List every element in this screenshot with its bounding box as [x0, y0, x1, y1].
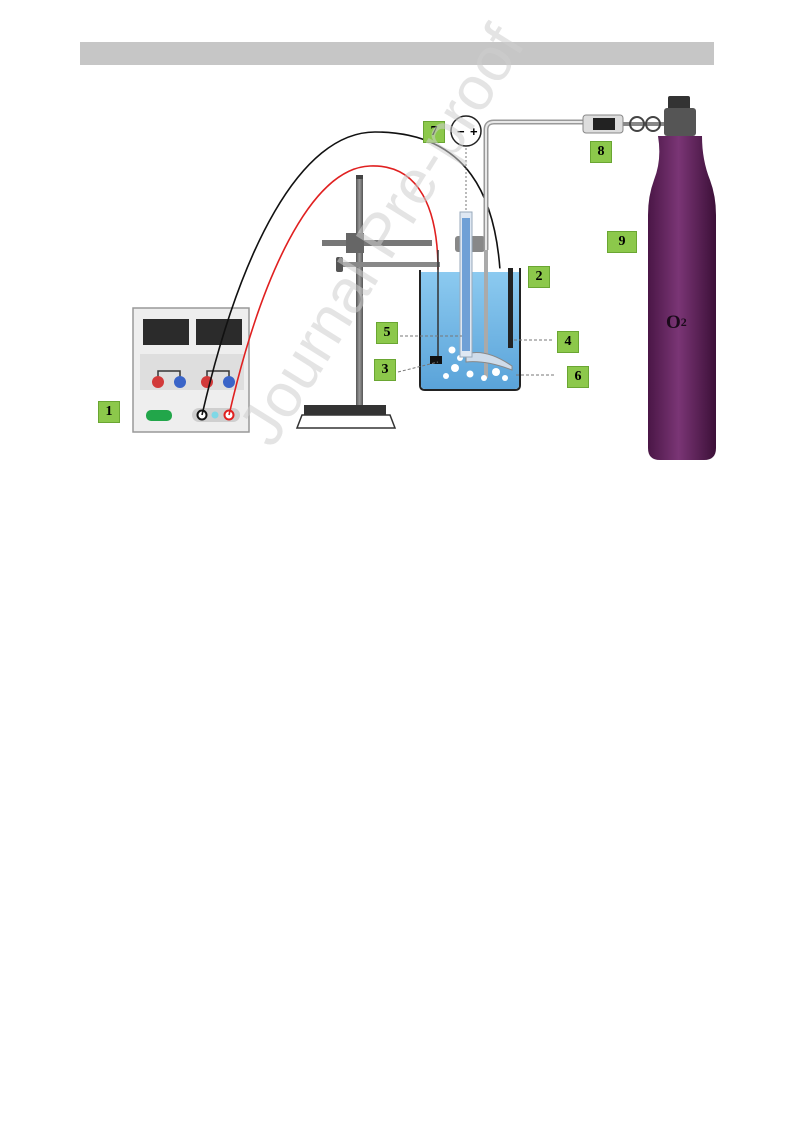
anode-electrode	[508, 268, 513, 348]
oxygen-cylinder	[648, 96, 716, 460]
label-7-meter: 7	[423, 121, 445, 143]
power-switch	[146, 410, 172, 421]
label-3: 3	[374, 359, 396, 381]
label-5: 5	[376, 322, 398, 344]
label-8-flowmeter: 8	[590, 141, 612, 163]
pointer-arrows	[397, 335, 556, 376]
svg-text:−: −	[457, 124, 465, 139]
label-2-beaker: 2	[528, 266, 550, 288]
label-6: 6	[567, 366, 589, 388]
display-left	[143, 319, 189, 345]
red-wire	[228, 165, 439, 416]
cylinder-label: O2	[666, 312, 687, 333]
page-header-bar	[80, 42, 714, 65]
label-4: 4	[557, 331, 579, 353]
cathode-plate	[430, 356, 442, 364]
voltmeter: − +	[450, 115, 482, 147]
gas-line	[483, 114, 668, 250]
svg-text:+: +	[470, 124, 478, 139]
label-9-cylinder: 9	[607, 231, 637, 253]
label-1-power-supply: 1	[98, 401, 120, 423]
electrode-column	[459, 140, 473, 358]
display-right	[196, 319, 242, 345]
